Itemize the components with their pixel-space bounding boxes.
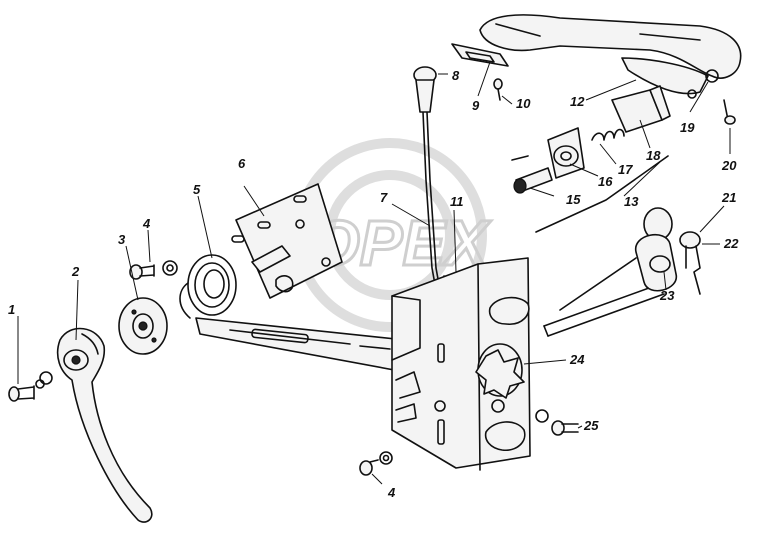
callout-4-lower: 4 <box>387 485 396 500</box>
callout-13: 13 <box>624 194 639 209</box>
part-25-screw <box>535 409 579 436</box>
part-13-rod <box>535 155 669 337</box>
part-1-screw <box>8 371 53 402</box>
callout-25: 25 <box>583 418 599 433</box>
callout-labels: 1 2 3 4 4 5 6 7 8 9 10 11 12 13 15 16 17… <box>8 68 739 500</box>
callout-6: 6 <box>238 156 246 171</box>
callout-18: 18 <box>646 148 661 163</box>
callout-5: 5 <box>193 182 201 197</box>
callout-8: 8 <box>452 68 460 83</box>
callout-12: 12 <box>570 94 585 109</box>
part-2-inner-handle <box>56 327 153 523</box>
part-9-gasket <box>451 43 509 67</box>
callout-10: 10 <box>516 96 531 111</box>
callout-19: 19 <box>680 120 695 135</box>
part-24-lock-body <box>391 257 531 471</box>
part-17-18-spring-block <box>591 85 671 141</box>
part-6-bracket <box>231 183 343 299</box>
callout-24: 24 <box>569 352 585 367</box>
callout-7: 7 <box>380 190 388 205</box>
callout-22: 22 <box>723 236 739 251</box>
leader-lines <box>17 61 731 485</box>
part-4-screw-upper <box>129 260 178 280</box>
callout-16: 16 <box>598 174 613 189</box>
callout-4-upper: 4 <box>142 216 151 231</box>
callout-1: 1 <box>8 302 15 317</box>
watermark-text: OPEX <box>310 207 491 279</box>
part-5-spring-and-bar <box>179 254 406 373</box>
part-21-23-lock-keys <box>559 207 701 311</box>
part-19-20-screws <box>723 99 736 125</box>
part-15-16-cylinder <box>511 127 585 194</box>
callout-20: 20 <box>721 158 737 173</box>
callout-11: 11 <box>450 194 464 209</box>
callout-2: 2 <box>71 264 80 279</box>
callout-21: 21 <box>721 190 736 205</box>
callout-9: 9 <box>472 98 480 113</box>
callout-17: 17 <box>618 162 633 177</box>
part-12-outer-handle <box>479 14 742 99</box>
part-3-rosette <box>118 297 168 355</box>
callout-3: 3 <box>118 232 126 247</box>
callout-23: 23 <box>659 288 675 303</box>
part-4-screw-lower <box>359 451 393 476</box>
part-8-knob <box>413 66 437 113</box>
callout-15: 15 <box>566 192 581 207</box>
watermark: OPEX <box>293 138 493 332</box>
part-10-small-screw <box>493 78 503 101</box>
